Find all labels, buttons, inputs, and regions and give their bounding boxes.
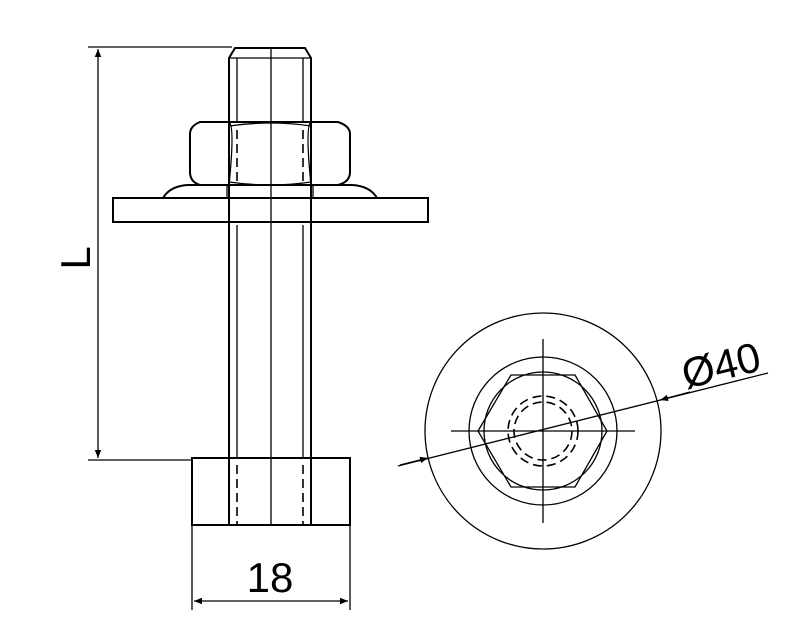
top-view [424, 312, 662, 550]
dimension-diameter: Ø40 [397, 333, 769, 467]
hex-nut [189, 121, 351, 186]
washer-outline [424, 312, 662, 550]
washer-dome [162, 184, 378, 199]
base-block [191, 457, 351, 526]
dimension-length: L [52, 46, 232, 461]
bolt-rod [228, 47, 312, 525]
dimension-width: 18 [191, 525, 351, 610]
washer-plate [112, 197, 429, 223]
diameter-label: Ø40 [677, 333, 765, 398]
side-view [112, 47, 429, 526]
width-label: 18 [247, 554, 294, 601]
length-label: L [52, 246, 99, 269]
